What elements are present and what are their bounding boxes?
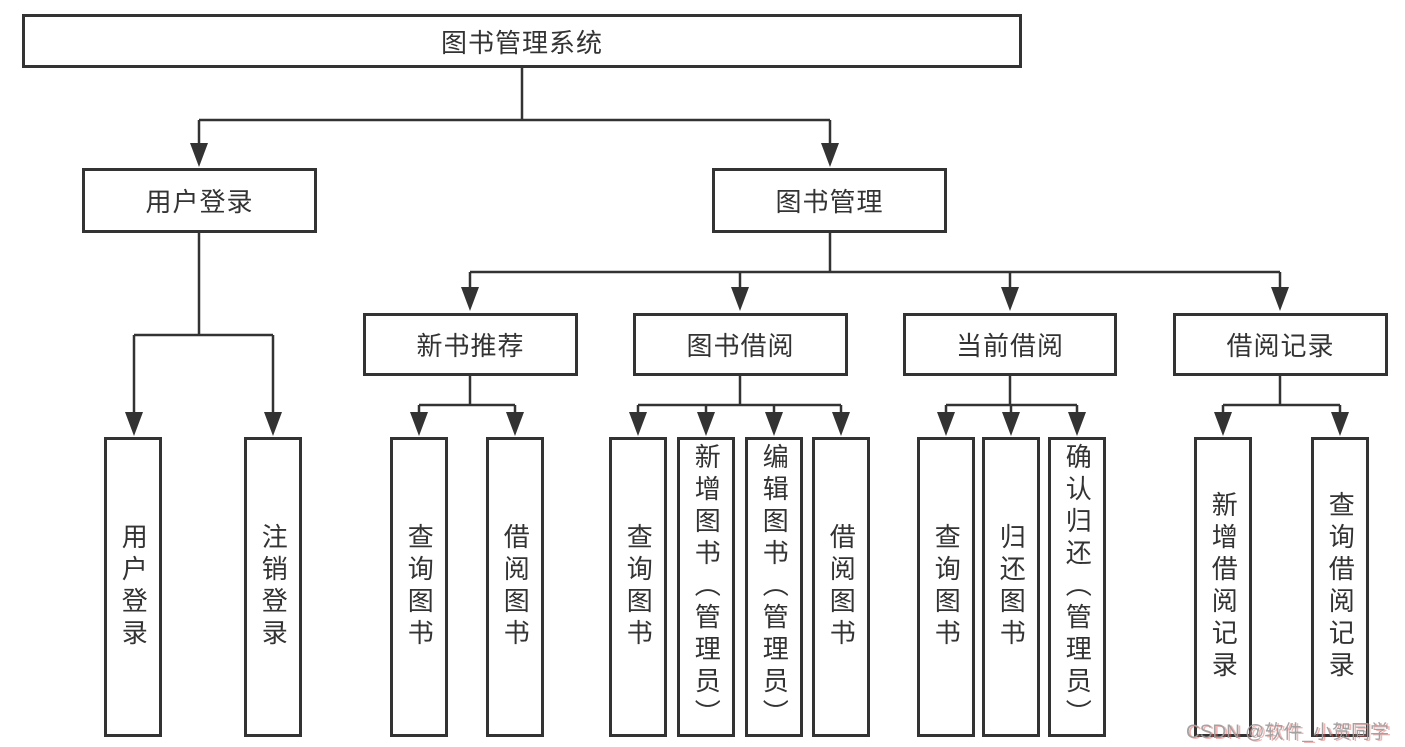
- leaf-add-borrow-record-label: 新增借阅记录: [1208, 491, 1239, 683]
- csdn-watermark: CSDN @软件_小贺同学: [1186, 722, 1389, 743]
- leaf-query-books-current-label: 查询图书: [931, 523, 962, 651]
- leaf-add-books-admin: 新增图书（管理员）: [677, 437, 735, 737]
- node-book-management: 图书管理: [712, 168, 947, 233]
- node-current-borrowing: 当前借阅: [903, 313, 1117, 376]
- node-borrowing-records-label: 借阅记录: [1226, 331, 1335, 361]
- leaf-user-login-label: 用户登录: [118, 523, 149, 651]
- leaf-edit-books-admin: 编辑图书（管理员）: [745, 437, 803, 737]
- node-new-book-recommendation: 新书推荐: [363, 313, 578, 376]
- node-book-borrowing: 图书借阅: [633, 313, 848, 376]
- node-new-book-recommendation-label: 新书推荐: [416, 331, 525, 361]
- leaf-borrow-books-recommend: 借阅图书: [486, 437, 544, 737]
- leaf-query-books-current: 查询图书: [917, 437, 975, 737]
- leaf-query-books-borrow-label: 查询图书: [623, 523, 654, 651]
- leaf-add-books-admin-label: 新增图书（管理员）: [691, 443, 722, 731]
- node-user-login-branch-label: 用户登录: [145, 187, 254, 217]
- leaf-query-books-recommend: 查询图书: [390, 437, 448, 737]
- leaf-confirm-return-admin: 确认归还（管理员）: [1048, 437, 1106, 737]
- leaf-edit-books-admin-label: 编辑图书（管理员）: [759, 443, 790, 731]
- leaf-query-borrow-record-label: 查询借阅记录: [1325, 491, 1356, 683]
- node-current-borrowing-label: 当前借阅: [955, 331, 1064, 361]
- node-book-management-label: 图书管理: [775, 187, 884, 217]
- leaf-query-borrow-record: 查询借阅记录: [1311, 437, 1369, 737]
- node-library-management-system-label: 图书管理系统: [440, 27, 603, 58]
- leaf-return-books: 归还图书: [982, 437, 1040, 737]
- leaf-logout-label: 注销登录: [258, 523, 289, 651]
- leaf-borrow-books-borrow-label: 借阅图书: [826, 523, 857, 651]
- node-user-login-branch: 用户登录: [82, 168, 317, 233]
- arrowheads: [125, 143, 1349, 436]
- leaf-borrow-books-borrow: 借阅图书: [812, 437, 870, 737]
- node-book-borrowing-label: 图书借阅: [686, 331, 795, 361]
- leaf-borrow-books-recommend-label: 借阅图书: [500, 523, 531, 651]
- node-borrowing-records: 借阅记录: [1173, 313, 1388, 376]
- leaf-query-books-borrow: 查询图书: [609, 437, 667, 737]
- node-library-management-system: 图书管理系统: [22, 14, 1022, 68]
- leaf-user-login: 用户登录: [104, 437, 162, 737]
- leaf-add-borrow-record: 新增借阅记录: [1194, 437, 1252, 737]
- leaf-logout: 注销登录: [244, 437, 302, 737]
- leaf-query-books-recommend-label: 查询图书: [404, 523, 435, 651]
- leaf-confirm-return-admin-label: 确认归还（管理员）: [1062, 443, 1093, 731]
- leaf-return-books-label: 归还图书: [996, 523, 1027, 651]
